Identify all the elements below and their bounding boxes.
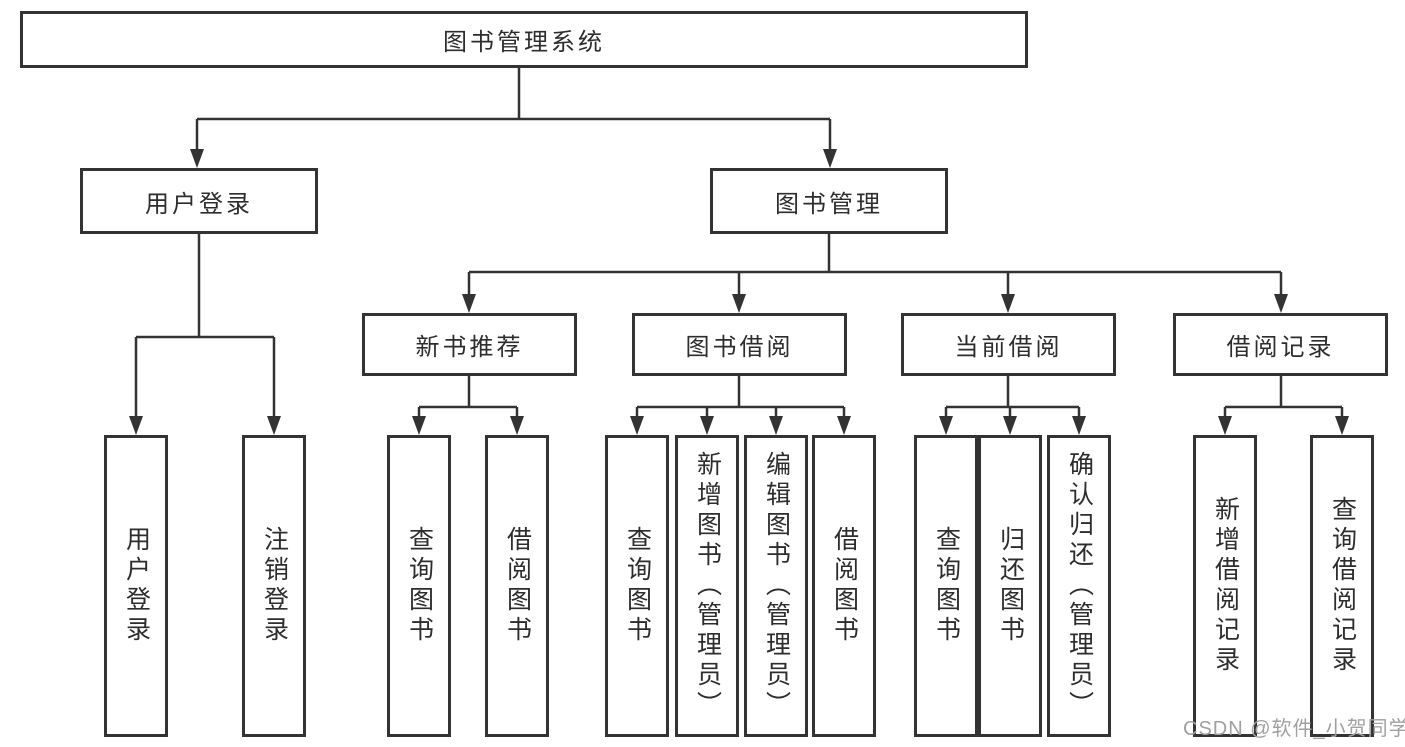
node-current-borrow: 当前借阅 xyxy=(901,313,1116,376)
node-root: 图书管理系统 xyxy=(20,11,1028,68)
leaf-borrow-books-recommend: 借阅图书 xyxy=(485,435,549,737)
leaf-query-borrow-record: 查询借阅记录 xyxy=(1310,435,1374,737)
node-book-management: 图书管理 xyxy=(710,168,948,234)
leaf-borrow-books: 借阅图书 xyxy=(812,435,876,737)
leaf-confirm-return-admin: 确认归还（管理员） xyxy=(1047,435,1111,737)
leaf-add-books-admin: 新增图书（管理员） xyxy=(675,435,739,737)
leaf-query-books-borrow: 查询图书 xyxy=(605,435,669,737)
leaf-user-login: 用户登录 xyxy=(104,435,168,737)
node-user-login: 用户登录 xyxy=(80,168,318,234)
leaf-logout: 注销登录 xyxy=(242,435,306,737)
leaf-query-books-recommend: 查询图书 xyxy=(387,435,451,737)
node-book-borrow: 图书借阅 xyxy=(632,313,847,376)
leaf-add-borrow-record: 新增借阅记录 xyxy=(1193,435,1257,737)
leaf-return-books: 归还图书 xyxy=(978,435,1042,737)
node-new-book-recommend: 新书推荐 xyxy=(362,313,577,376)
leaf-query-books-current: 查询图书 xyxy=(914,435,978,737)
watermark: CSDN @软件_小贺同学 xyxy=(1183,718,1405,740)
leaf-edit-books-admin: 编辑图书（管理员） xyxy=(744,435,808,737)
node-borrow-records: 借阅记录 xyxy=(1173,313,1388,376)
